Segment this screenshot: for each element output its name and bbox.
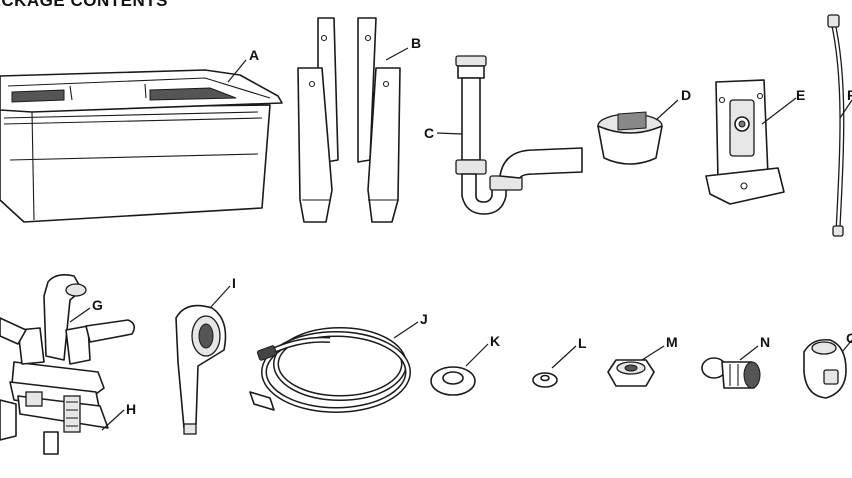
part-e-bracket xyxy=(705,79,785,205)
leader-k xyxy=(465,343,489,367)
label-a: A xyxy=(249,47,259,63)
label-h: H xyxy=(126,401,136,417)
label-j: J xyxy=(420,311,428,327)
leader-f xyxy=(839,99,852,119)
part-m-strainer-nut xyxy=(607,359,655,387)
part-b-support-legs xyxy=(297,17,401,223)
part-f-supply-hose xyxy=(827,14,845,237)
label-l: L xyxy=(578,335,587,351)
label-g: G xyxy=(92,297,103,313)
leader-m xyxy=(641,345,665,361)
leader-n xyxy=(739,345,759,361)
part-c-p-trap xyxy=(455,55,583,215)
label-b: B xyxy=(411,35,421,51)
leader-d xyxy=(655,99,679,121)
leader-l xyxy=(551,345,577,369)
part-i-hand-sprayer xyxy=(175,304,227,435)
leader-h xyxy=(101,409,125,431)
label-i: I xyxy=(232,275,236,291)
label-d: D xyxy=(681,87,691,103)
leader-e xyxy=(761,97,797,125)
section-title: PACKAGE CONTENTS xyxy=(0,0,168,10)
label-f: F xyxy=(847,87,852,103)
part-n-aerator xyxy=(701,357,761,389)
label-c: C xyxy=(424,125,434,141)
part-j-sprayer-hose xyxy=(249,327,411,413)
leader-i xyxy=(209,285,231,309)
leader-o xyxy=(841,339,852,353)
label-n: N xyxy=(760,334,770,350)
part-o-fitting xyxy=(803,338,847,399)
part-d-stopper xyxy=(597,111,663,165)
label-k: K xyxy=(490,333,500,349)
label-o: O xyxy=(846,330,852,346)
leader-b xyxy=(385,47,409,61)
leader-g xyxy=(69,307,91,323)
part-a-tub xyxy=(0,69,283,223)
part-l-small-washer xyxy=(532,372,558,388)
label-m: M xyxy=(666,334,678,350)
leader-j xyxy=(393,321,419,339)
part-k-large-washer xyxy=(430,366,476,396)
leader-c xyxy=(436,132,463,135)
leader-a xyxy=(227,59,247,83)
part-g-h-faucet xyxy=(0,274,136,455)
label-e: E xyxy=(796,87,805,103)
